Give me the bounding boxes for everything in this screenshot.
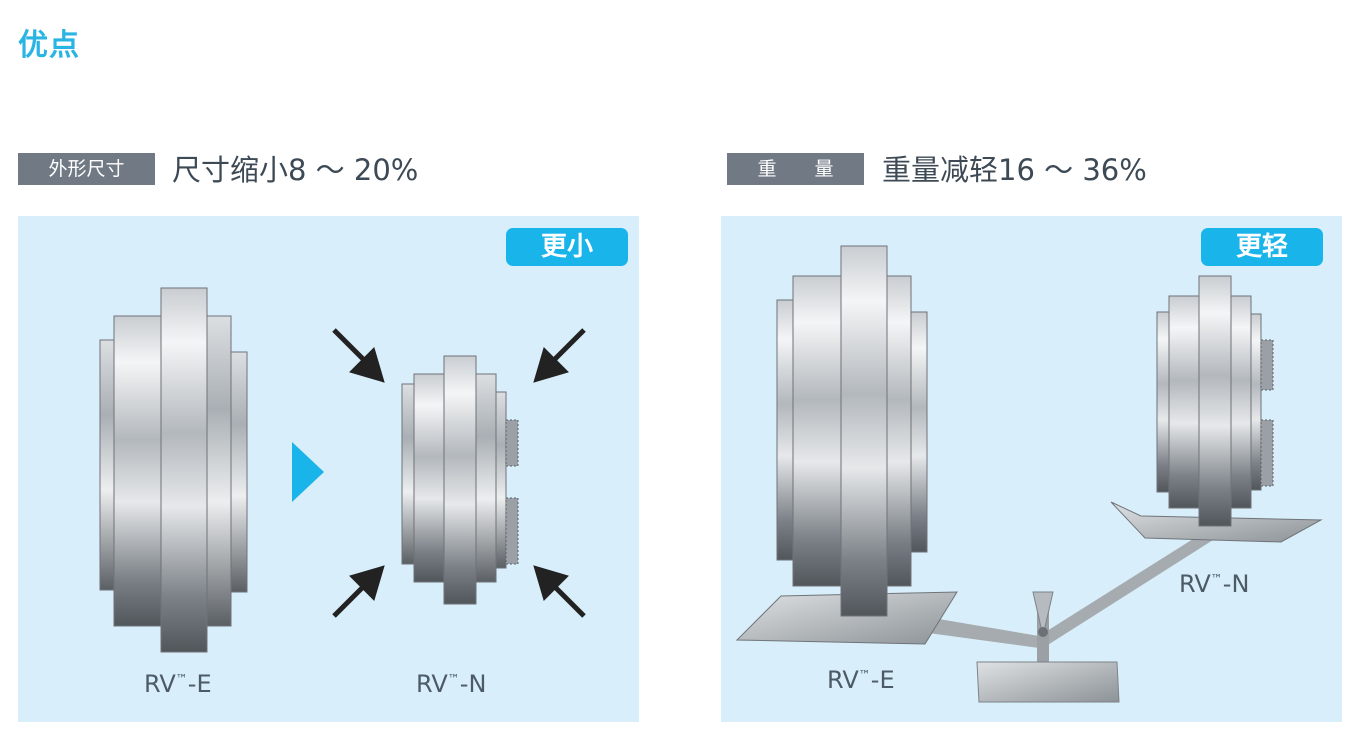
size-headline: 尺寸缩小8 ～ 20% [172, 153, 419, 187]
size-tag: 外形尺寸 [18, 153, 155, 185]
weight-tag: 重 量 [727, 153, 864, 185]
page-title: 优点 [18, 28, 80, 63]
weight-headline: 重量减轻16 ～ 36% [882, 153, 1147, 187]
rv-e-label: RV™-E [144, 670, 212, 698]
rv-e-label: RV™-E [827, 666, 895, 694]
rv-n-label: RV™-N [416, 670, 487, 698]
weight-panel: 更轻 RV™-E RV™-N [721, 216, 1342, 722]
compress-arrows-icon [332, 328, 586, 618]
rv-n-label: RV™-N [1179, 570, 1250, 598]
lighter-badge: 更轻 [1201, 228, 1323, 266]
smaller-badge: 更小 [506, 228, 628, 266]
rv-n-reducer-image [1156, 275, 1274, 527]
rv-e-reducer-image [776, 245, 928, 617]
size-panel: 更小 RV™-E RV™-N [18, 216, 639, 722]
rv-e-reducer-image [99, 287, 248, 653]
rv-n-reducer-image [401, 355, 519, 605]
right-arrow-icon [292, 442, 324, 502]
